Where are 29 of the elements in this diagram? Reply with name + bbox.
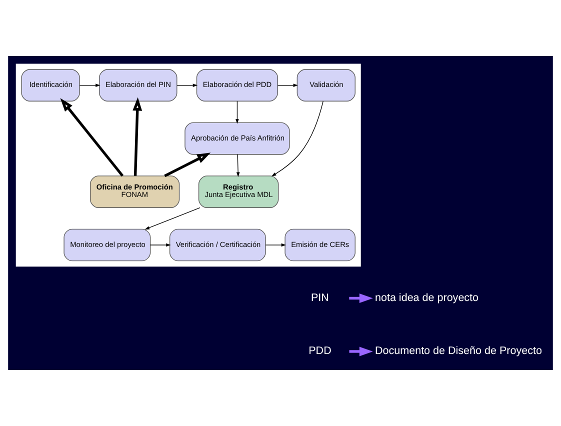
arrow bbox=[144, 207, 200, 230]
arrow bbox=[277, 84, 298, 87]
arrow bbox=[236, 100, 239, 124]
arrow bbox=[236, 154, 240, 177]
arrow bbox=[79, 84, 100, 87]
node-box: Elaboración del PIN bbox=[99, 69, 178, 102]
arrow bbox=[150, 243, 171, 247]
arrow bbox=[176, 84, 198, 87]
arrow bbox=[271, 100, 324, 176]
arrow bbox=[349, 294, 373, 303]
arrow bbox=[60, 98, 124, 177]
node-box: Aprobación de País Anfitrión bbox=[184, 122, 290, 155]
node-box: Verificación / Certificación bbox=[169, 228, 266, 262]
arrow bbox=[265, 243, 286, 247]
node-text: PIN bbox=[310, 292, 329, 304]
node-box: Emisión de CERs bbox=[284, 228, 356, 262]
node-box: Registro Junta Ejecutiva MDL bbox=[198, 176, 279, 208]
node-text: Documento de Diseño de Proyecto bbox=[375, 345, 542, 358]
node-text: nota idea de proyecto bbox=[375, 292, 479, 304]
node-text: PDD bbox=[308, 345, 332, 358]
node-box: Validación bbox=[296, 69, 356, 102]
node-box: Monitoreo del proyecto bbox=[64, 228, 151, 262]
arrow bbox=[349, 346, 373, 356]
node-box: Identificación bbox=[21, 69, 80, 102]
cluster bbox=[16, 64, 361, 267]
arrow bbox=[132, 97, 142, 176]
node-box: Elaboración del PDD bbox=[196, 69, 278, 102]
arrow bbox=[164, 152, 211, 178]
node-box: Oficina de Promoción FONAM bbox=[90, 176, 180, 208]
